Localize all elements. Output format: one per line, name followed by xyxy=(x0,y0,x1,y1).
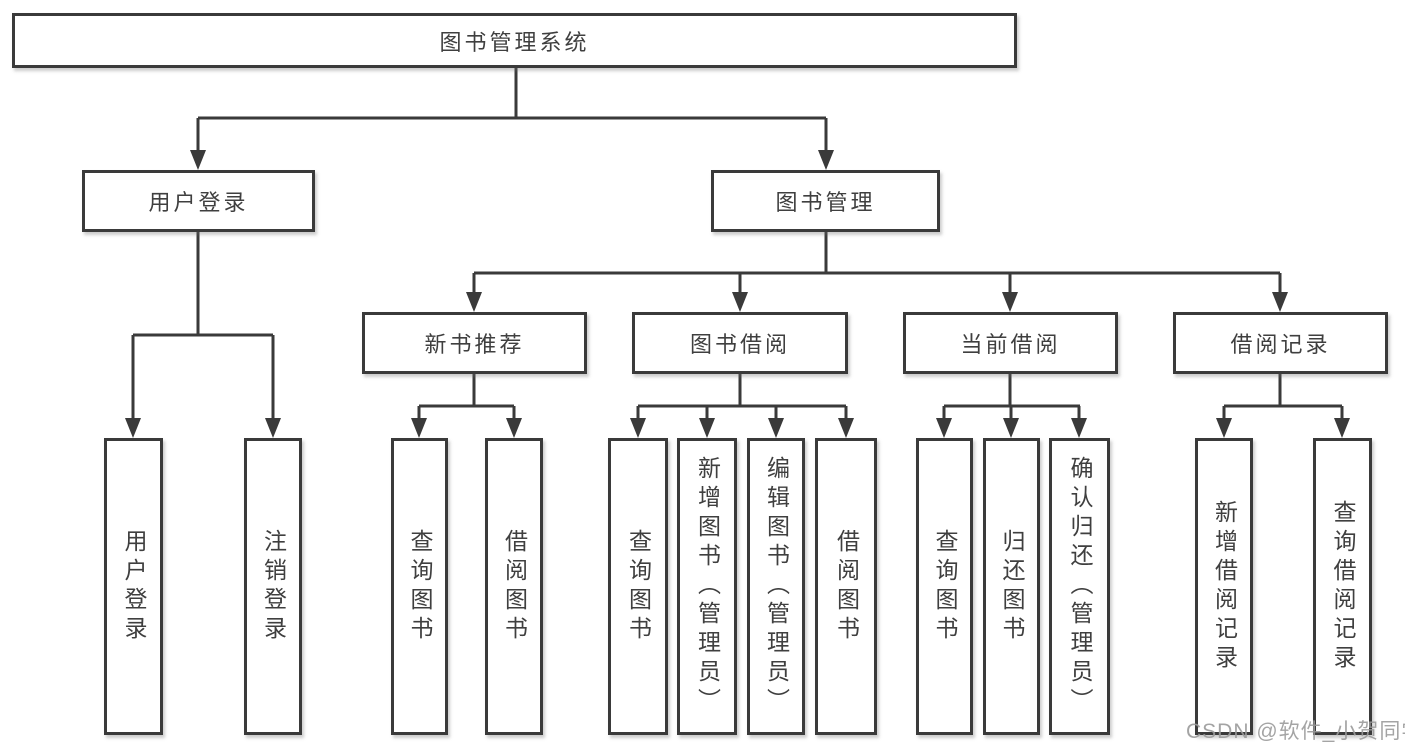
node-current-borrowing: 当前借阅 xyxy=(903,312,1118,374)
leaf-edit-books-admin-label: 编辑图书（管理员） xyxy=(763,456,790,717)
leaf-return-books-label: 归还图书 xyxy=(999,528,1025,645)
connector-current-borrowing-children xyxy=(942,374,1081,418)
leaf-add-borrow-record-label: 新增借阅记录 xyxy=(1211,499,1238,674)
leaf-logout: 注销登录 xyxy=(244,438,302,735)
leaf-borrow-books-label: 借阅图书 xyxy=(833,528,860,645)
leaf-add-books-admin: 新增图书（管理员） xyxy=(677,438,737,735)
node-new-book-recommend: 新书推荐 xyxy=(362,312,587,374)
leaf-edit-books-admin: 编辑图书（管理员） xyxy=(747,438,805,735)
leaf-query-books-current-label: 查询图书 xyxy=(932,528,958,645)
leaf-confirm-return-admin: 确认归还（管理员） xyxy=(1049,438,1110,735)
leaf-add-borrow-record: 新增借阅记录 xyxy=(1195,438,1253,735)
node-book-management: 图书管理 xyxy=(711,170,940,232)
leaf-query-books-borrowing-label: 查询图书 xyxy=(625,528,652,645)
connector-new-book-children xyxy=(417,374,516,418)
node-borrowing-records-label: 借阅记录 xyxy=(1230,332,1331,357)
leaf-query-borrow-record-label: 查询借阅记录 xyxy=(1330,499,1356,674)
connector-root-to-level1 xyxy=(196,68,828,150)
leaf-borrow-books-recommend: 借阅图书 xyxy=(485,438,543,735)
leaf-query-borrow-record: 查询借阅记录 xyxy=(1313,438,1372,735)
connector-book-management-children xyxy=(472,232,1282,292)
leaf-borrow-books-recommend-label: 借阅图书 xyxy=(501,528,528,645)
node-root-label: 图书管理系统 xyxy=(439,29,590,55)
leaf-query-books-current: 查询图书 xyxy=(916,438,973,735)
connector-borrowing-records-children xyxy=(1222,374,1344,418)
leaf-query-books-borrowing: 查询图书 xyxy=(608,438,668,735)
connector-book-borrowing-children xyxy=(636,374,848,418)
leaf-query-books-recommend: 查询图书 xyxy=(391,438,448,735)
leaf-add-books-admin-label: 新增图书（管理员） xyxy=(694,456,721,717)
node-new-book-recommend-label: 新书推荐 xyxy=(424,332,525,357)
node-book-borrowing-label: 图书借阅 xyxy=(689,332,790,357)
leaf-logout-label: 注销登录 xyxy=(260,528,287,645)
node-current-borrowing-label: 当前借阅 xyxy=(960,332,1061,357)
node-book-management-label: 图书管理 xyxy=(775,190,876,215)
connector-user-login-children xyxy=(131,232,275,418)
leaf-borrow-books: 借阅图书 xyxy=(815,438,877,735)
csdn-watermark: CSDN @软件_小贺同学 xyxy=(1186,720,1405,743)
leaf-user-login: 用户登录 xyxy=(104,438,163,735)
arrowheads xyxy=(125,150,1350,438)
node-user-login: 用户登录 xyxy=(82,170,315,232)
leaf-return-books: 归还图书 xyxy=(983,438,1040,735)
leaf-user-login-label: 用户登录 xyxy=(121,528,147,645)
leaf-query-books-recommend-label: 查询图书 xyxy=(407,528,433,645)
node-borrowing-records: 借阅记录 xyxy=(1173,312,1388,374)
node-book-borrowing: 图书借阅 xyxy=(632,312,848,374)
leaf-confirm-return-admin-label: 确认归还（管理员） xyxy=(1067,456,1093,717)
node-user-login-label: 用户登录 xyxy=(148,190,249,215)
node-root: 图书管理系统 xyxy=(12,13,1017,68)
